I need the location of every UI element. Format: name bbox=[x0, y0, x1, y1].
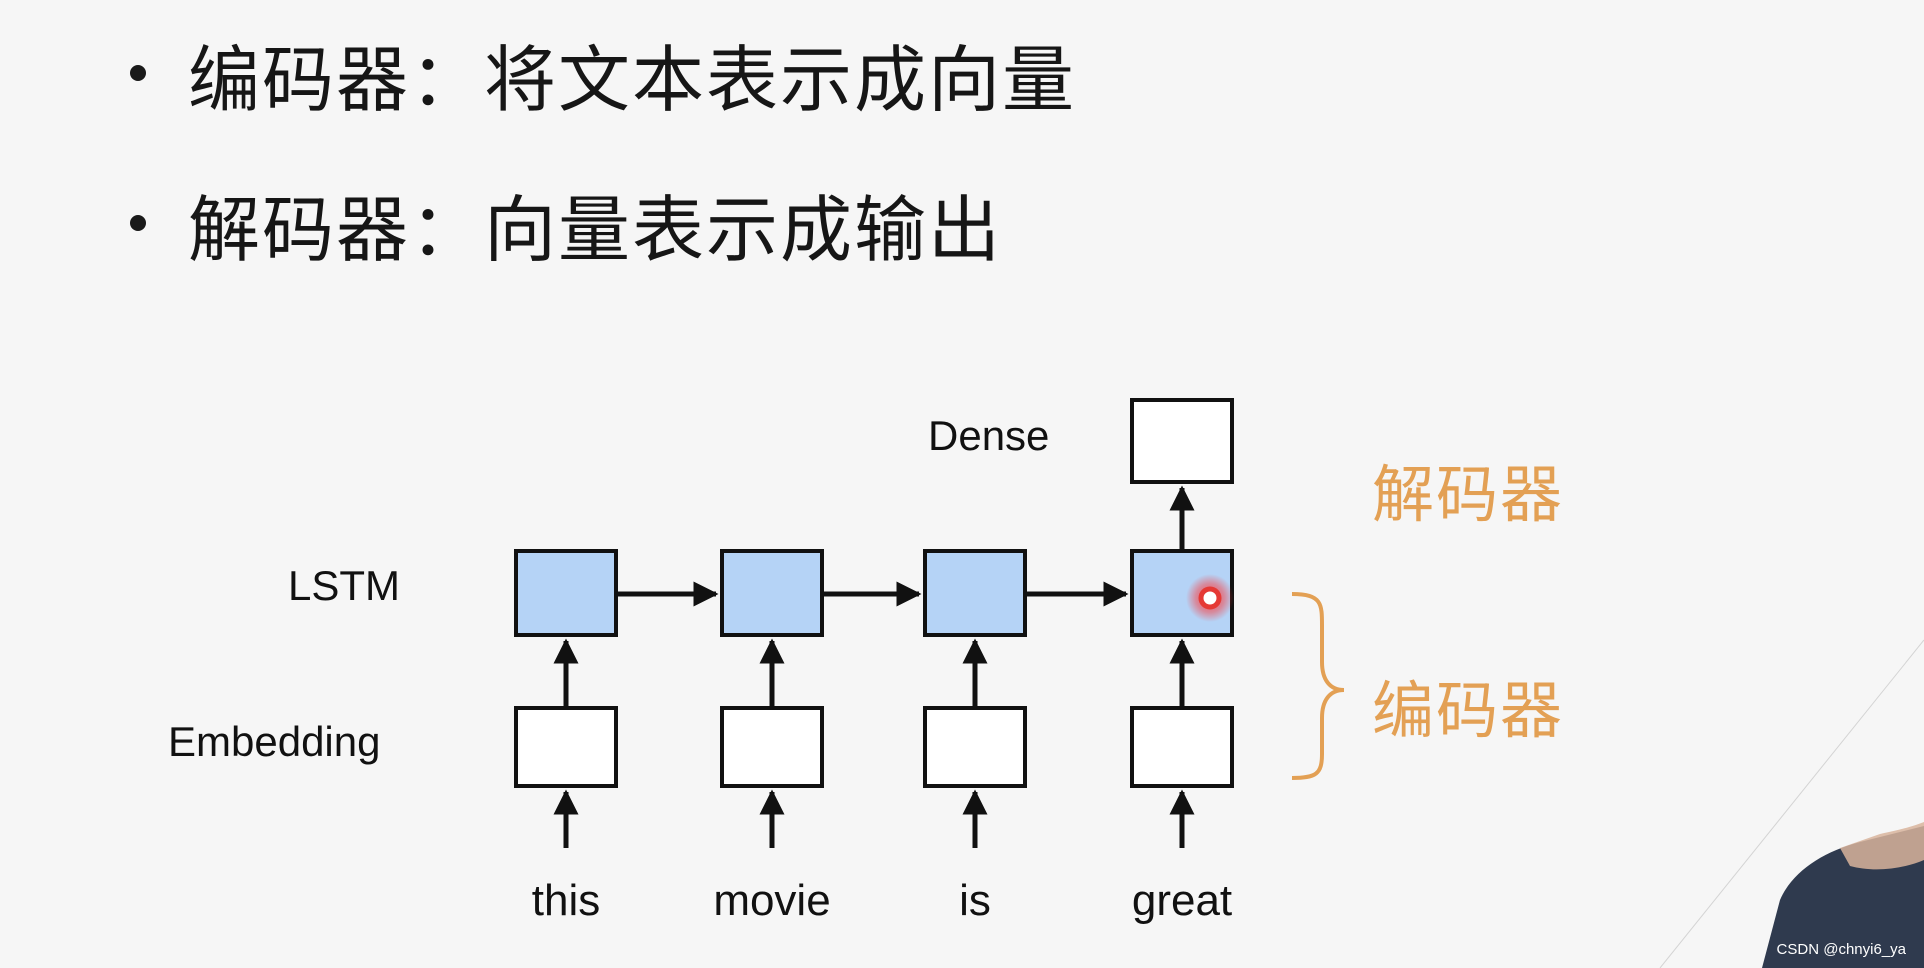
bullet-title: 解码器 bbox=[188, 187, 411, 272]
bullet-separator: ： bbox=[410, 187, 485, 272]
bullet-description: 向量表示成输出 bbox=[484, 187, 1003, 272]
dense-box bbox=[1130, 398, 1234, 484]
input-word-this: this bbox=[531, 876, 601, 925]
bullet-decoder: 解码器 ： 向量表示成输出 bbox=[130, 178, 1002, 272]
watermark: CSDN @chnyi6_ya bbox=[1776, 941, 1906, 958]
bullet-dot bbox=[130, 215, 146, 231]
embedding-box-2 bbox=[720, 706, 824, 788]
decoder-side-label: 解码器 bbox=[1372, 458, 1565, 531]
embedding-box-3 bbox=[923, 706, 1027, 788]
lstm-box-2 bbox=[720, 549, 824, 637]
embedding-label: Embedding bbox=[168, 718, 381, 765]
encoder-side-label: 编码器 bbox=[1372, 674, 1565, 747]
bullet-title: 编码器 bbox=[188, 37, 411, 122]
bullet-description: 将文本表示成向量 bbox=[484, 37, 1077, 122]
bullet-separator: ： bbox=[410, 37, 485, 122]
lstm-box-1 bbox=[514, 549, 618, 637]
lstm-box-3 bbox=[923, 549, 1027, 637]
input-word-is: is bbox=[959, 876, 991, 925]
lstm-label: LSTM bbox=[288, 562, 401, 609]
embedding-box-1 bbox=[514, 706, 618, 788]
bullet-dot bbox=[130, 65, 146, 81]
input-word-great: great bbox=[1131, 876, 1233, 925]
bullet-encoder: 编码器 ： 将文本表示成向量 bbox=[130, 28, 1076, 122]
input-word-movie: movie bbox=[713, 876, 831, 925]
embedding-box-4 bbox=[1130, 706, 1234, 788]
encoder-brace bbox=[1291, 592, 1345, 780]
dense-label: Dense bbox=[928, 412, 1050, 459]
cursor-dot bbox=[1198, 586, 1222, 610]
